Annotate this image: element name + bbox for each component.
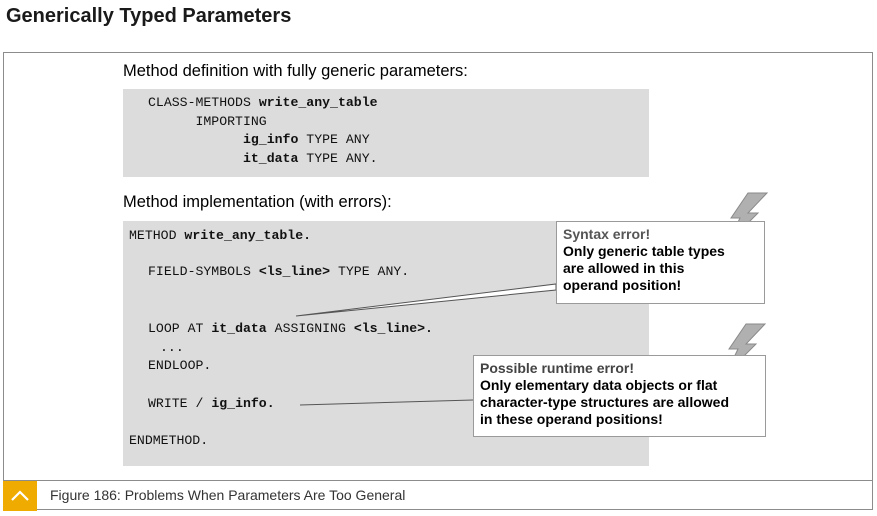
callout-body-line: operand position! <box>563 277 682 293</box>
impl-line-write: WRITE / ig_info. <box>148 396 275 411</box>
impl-line-dots: ... <box>160 340 184 355</box>
chevron-up-icon <box>11 490 29 501</box>
definition-label: Method definition with fully generic par… <box>123 62 468 80</box>
runtime-pointer <box>299 399 474 406</box>
code-identifier: it_data <box>242 150 299 166</box>
implementation-label: Method implementation (with errors): <box>123 193 392 211</box>
callout-body-line: in these operand positions! <box>480 411 663 427</box>
callout-body-line: Only generic table types <box>563 243 725 259</box>
figure-caption: Figure 186: Problems When Parameters Are… <box>50 487 406 503</box>
impl-line-endmethod: ENDMETHOD. <box>129 433 209 448</box>
code-keyword: IMPORTING <box>195 113 267 129</box>
code-identifier: write_any_table <box>258 95 378 110</box>
runtime-error-callout: Possible runtime error! Only elementary … <box>473 355 766 437</box>
callout-body-line: are allowed in this <box>563 260 685 276</box>
impl-line-method: METHOD write_any_table. <box>129 228 312 243</box>
callout-title: Possible runtime error! <box>480 360 635 376</box>
code-identifier: ig_info <box>242 132 299 147</box>
definition-code-box <box>123 89 649 177</box>
collapse-toggle[interactable] <box>3 481 37 511</box>
definition-code: CLASS-METHODS write_any_table IMPORTING … <box>148 94 378 168</box>
syntax-error-callout: Syntax error! Only generic table types a… <box>556 221 765 304</box>
impl-line-endloop: ENDLOOP. <box>148 358 212 373</box>
callout-title: Syntax error! <box>563 226 651 242</box>
code-keyword: CLASS-METHODS <box>148 95 251 110</box>
impl-line-loop: LOOP AT it_data ASSIGNING <ls_line>. <box>148 321 433 336</box>
figure-caption-bar: Figure 186: Problems When Parameters Are… <box>3 480 873 511</box>
syntax-pointer <box>295 283 557 317</box>
callout-body-line: Only elementary data objects or flat <box>480 377 718 393</box>
code-keyword: TYPE ANY. <box>306 150 378 166</box>
impl-line-field-symbols: FIELD-SYMBOLS <ls_line> TYPE ANY. <box>148 264 410 279</box>
callout-body-line: character-type structures are allowed <box>480 394 729 410</box>
page-title: Generically Typed Parameters <box>6 5 292 27</box>
code-keyword: TYPE ANY <box>306 132 370 147</box>
figure-frame <box>3 52 873 510</box>
